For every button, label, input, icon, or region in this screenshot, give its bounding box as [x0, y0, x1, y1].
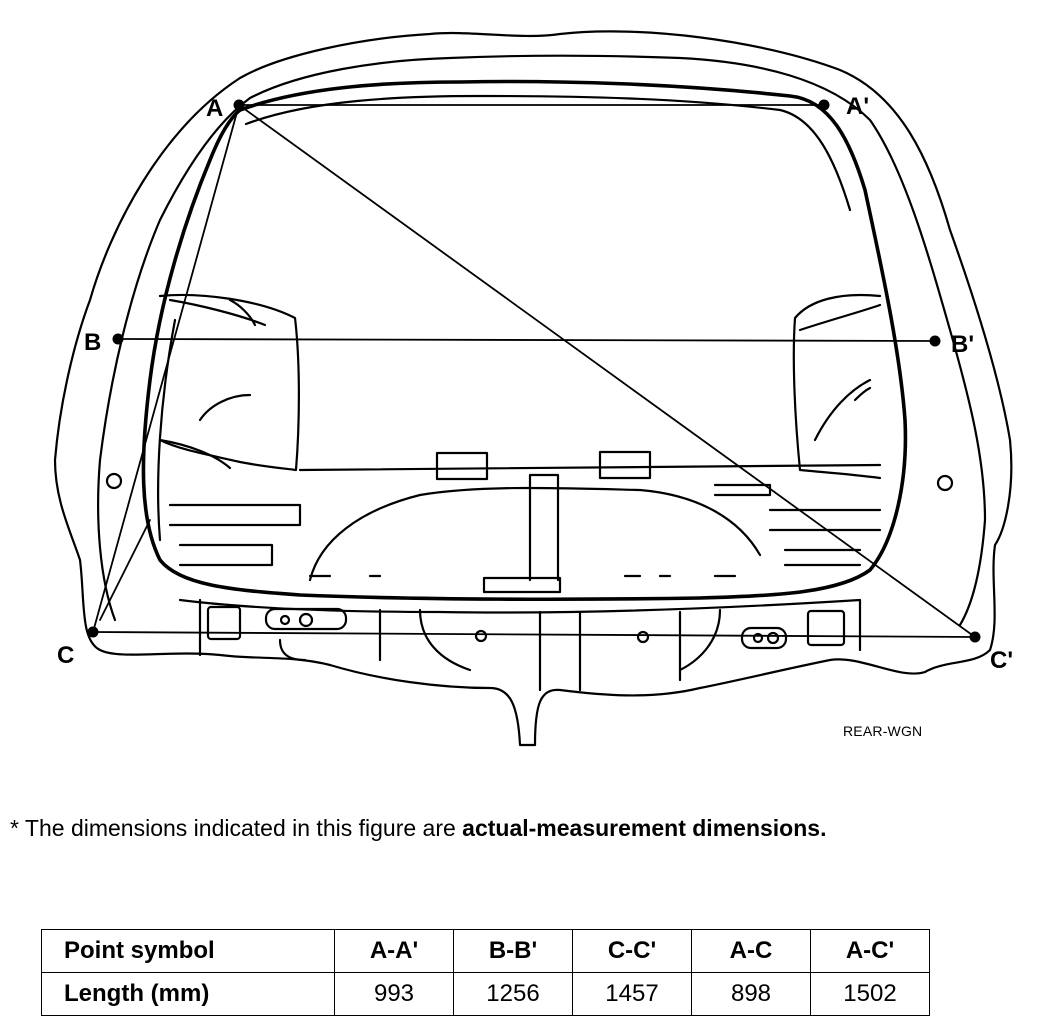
column-header: A-C' — [810, 929, 930, 973]
line-a-c — [92, 104, 240, 633]
column-header: B-B' — [453, 929, 573, 973]
left-wheel-house — [158, 293, 300, 472]
note-prefix: * The dimensions indicated in this figur… — [10, 815, 463, 841]
row-header-point-symbol: Point symbol — [41, 929, 335, 973]
line-c-c — [92, 631, 976, 638]
point-label-a: A — [206, 95, 224, 122]
point-a-prime-dot — [818, 99, 830, 111]
right-wheel-house — [792, 293, 882, 480]
tailgate-inner-flange — [157, 94, 852, 542]
table-cell: 1457 — [572, 972, 692, 1016]
line-a-c-prime — [238, 104, 976, 638]
point-c-dot — [87, 626, 99, 638]
dimension-table: Point symbol A-A' B-B' C-C' A-C A-C' Len… — [41, 929, 930, 1016]
column-header: A-C — [691, 929, 811, 973]
point-b-prime-dot — [929, 335, 941, 347]
figure-code: REAR-WGN — [843, 723, 923, 739]
table-cell: 993 — [334, 972, 454, 1016]
point-label-b-prime: B' — [951, 331, 975, 358]
note-bold: actual-measurement dimensions. — [462, 815, 827, 841]
point-c-prime-dot — [969, 631, 981, 643]
rear-body-diagram: A A' B B' C C' REAR-WGN — [53, 30, 1014, 747]
table-cell: 1256 — [453, 972, 573, 1016]
row-header-length: Length (mm) — [41, 972, 335, 1016]
table-cell: 898 — [691, 972, 811, 1016]
point-label-a-prime: A' — [846, 93, 870, 120]
table-row: Length (mm) 993 1256 1457 898 1502 — [41, 972, 930, 1016]
table-cell: 1502 — [810, 972, 930, 1016]
table-header-row: Point symbol A-A' B-B' C-C' A-C A-C' — [41, 929, 930, 973]
point-label-b: B — [84, 329, 102, 356]
column-header: A-A' — [334, 929, 454, 973]
point-b-dot — [112, 333, 124, 345]
outer-body-outline — [53, 30, 1013, 747]
line-b-b — [117, 338, 936, 342]
point-a-dot — [233, 99, 245, 111]
point-label-c: C — [57, 642, 75, 669]
point-label-c-prime: C' — [990, 647, 1014, 674]
measurement-note: * The dimensions indicated in this figur… — [10, 815, 826, 842]
lower-back-panel — [178, 598, 862, 657]
tailgate-opening — [141, 79, 908, 602]
column-header: C-C' — [572, 929, 692, 973]
rear-body-drawing — [53, 30, 1013, 747]
